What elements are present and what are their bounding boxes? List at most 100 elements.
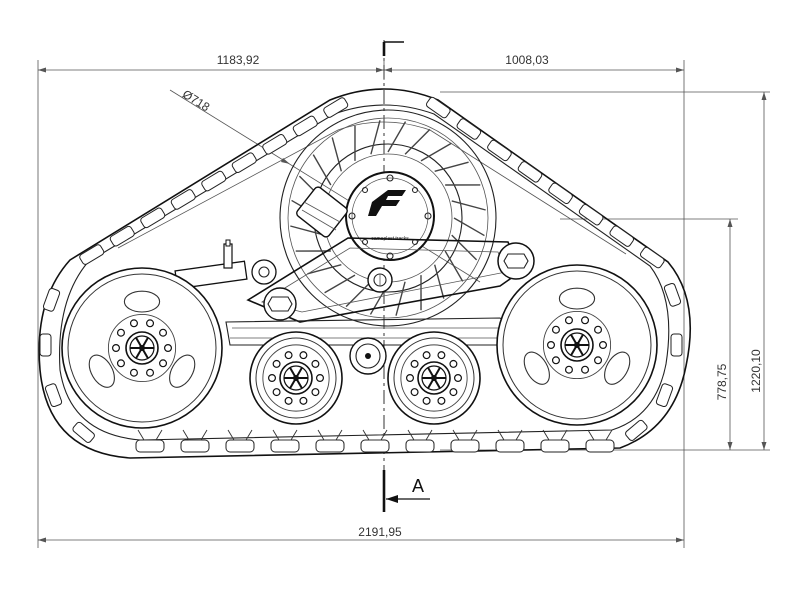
- dim-total-height: 1220,10: [749, 349, 763, 393]
- wheel-bolt: [454, 374, 463, 383]
- dim-right-width: 1008,03: [505, 53, 549, 67]
- sprocket-spoke: [434, 161, 469, 173]
- track-tooth: [272, 429, 298, 441]
- wheel-bolt: [284, 396, 293, 405]
- wheel-bolt: [111, 344, 120, 353]
- sprocket-spoke: [453, 217, 485, 237]
- wheel-bolt: [581, 365, 590, 374]
- sprocket-spoke: [307, 263, 342, 275]
- wheel-bolt: [159, 328, 168, 337]
- wheel-bolt: [449, 388, 458, 397]
- wheel-bolt: [594, 356, 603, 365]
- wheel-bolt: [437, 396, 446, 405]
- track-lug: [639, 246, 665, 269]
- track-lug: [231, 152, 257, 173]
- rear-wheel: [496, 264, 658, 426]
- wheel-bolt: [449, 359, 458, 368]
- track-lug: [225, 439, 255, 453]
- wheel-bolt: [422, 351, 431, 360]
- wheel-bolt: [316, 374, 325, 383]
- wheel-bolt: [564, 365, 573, 374]
- track-lug: [270, 439, 300, 453]
- track-tooth: [587, 429, 613, 441]
- track-lug: [135, 439, 165, 453]
- track-lug: [109, 225, 135, 247]
- track-lug: [180, 439, 210, 453]
- sprocket-spoke: [290, 225, 325, 236]
- wheel-bolt: [594, 325, 603, 334]
- track-lug: [663, 282, 682, 307]
- sprocket-spoke: [433, 264, 445, 299]
- track-lug: [360, 439, 390, 453]
- track-lug: [292, 115, 318, 137]
- track-lug: [450, 439, 480, 453]
- track-lug: [315, 439, 345, 453]
- sprocket-spoke: [387, 121, 407, 153]
- track-lug: [79, 244, 105, 265]
- track-lug: [425, 96, 451, 119]
- drive-sprocket: camoplast tracks: [279, 109, 497, 327]
- wheel-bolt: [129, 368, 138, 377]
- dim-drive-diameter: Ø718: [180, 87, 213, 115]
- track-tooth: [542, 429, 568, 441]
- wheel-bolt: [272, 388, 281, 397]
- wheel-bolt: [129, 319, 138, 328]
- section-label: A: [412, 476, 424, 496]
- track-lug: [517, 161, 543, 183]
- track-lug: [670, 333, 683, 357]
- track-lug: [540, 439, 570, 453]
- track-lug: [262, 134, 288, 155]
- track-lug: [655, 383, 674, 408]
- track-lug: [170, 189, 196, 210]
- track-tooth: [182, 429, 208, 441]
- wheel-bolt: [299, 396, 308, 405]
- track-lug: [42, 287, 61, 312]
- track-lug: [585, 439, 615, 453]
- wheel-bolt: [551, 356, 560, 365]
- dim-axle-height: 778,75: [715, 363, 729, 400]
- track-tooth: [452, 429, 478, 441]
- wheel-bolt: [551, 325, 560, 334]
- track-tooth: [317, 429, 343, 441]
- track-lug: [72, 421, 95, 443]
- wheel-bolt: [410, 388, 419, 397]
- sprocket-spoke: [444, 250, 464, 282]
- track-lug: [201, 170, 227, 192]
- track-tooth: [497, 429, 523, 441]
- track-lug: [578, 204, 604, 226]
- wheel-bolt: [116, 328, 125, 337]
- sprocket-spoke: [324, 274, 356, 294]
- wheel-bolt: [581, 316, 590, 325]
- wheel-bolt: [146, 368, 155, 377]
- track-lug: [548, 182, 573, 205]
- sprocket-spoke: [370, 120, 381, 155]
- wheel-bolt: [159, 359, 168, 368]
- wheel-bolt: [410, 359, 419, 368]
- wheel-bolt: [437, 351, 446, 360]
- wheel-bolt: [546, 341, 555, 350]
- wheel-bolt: [146, 319, 155, 328]
- dim-total-width: 2191,95: [358, 525, 402, 539]
- track-tooth: [362, 429, 388, 441]
- wheels: [61, 264, 658, 429]
- track-lug: [456, 118, 482, 140]
- wheel-bolt: [268, 374, 277, 383]
- track-tooth: [407, 429, 433, 441]
- sprocket-spoke: [420, 142, 452, 162]
- wheel-bolt: [284, 351, 293, 360]
- track-lug: [405, 439, 435, 453]
- dim-left-width: 1183,92: [217, 53, 260, 67]
- bogie-wheel-left: [249, 331, 343, 425]
- track-tooth: [137, 429, 163, 441]
- wheel-bolt: [564, 316, 573, 325]
- track-lug: [39, 333, 52, 357]
- sprocket-spoke: [451, 234, 478, 261]
- sprocket-spoke: [404, 128, 431, 155]
- track-belt: [38, 88, 692, 459]
- track-lug: [487, 139, 512, 162]
- frame: [174, 237, 535, 375]
- sprocket-spoke: [395, 281, 406, 316]
- sprocket-spoke: [451, 200, 486, 211]
- track-lugs: [39, 96, 683, 453]
